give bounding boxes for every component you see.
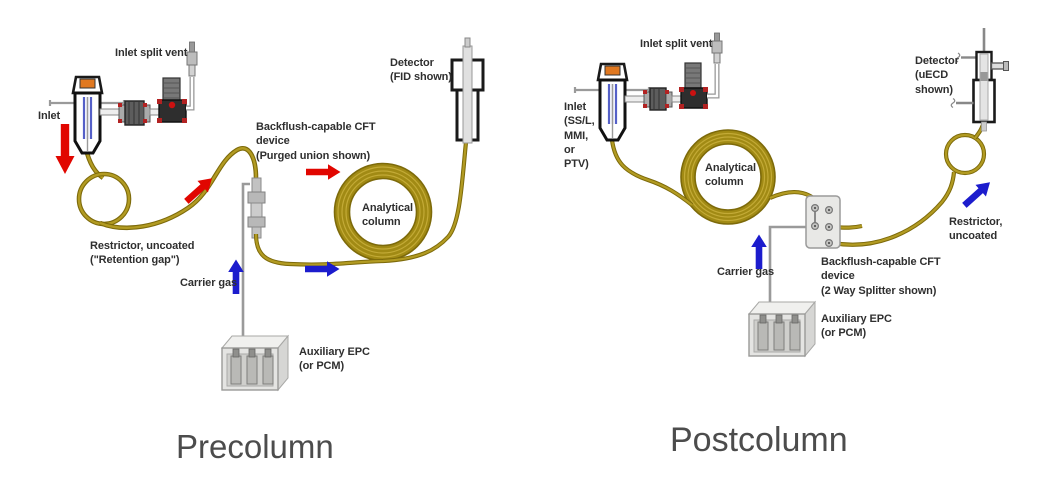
label-analytical-column-right: Analytical column bbox=[705, 162, 756, 189]
label-detector-fid: Detector (FID shown) bbox=[390, 57, 452, 84]
label-backflush-device-right: Backflush-capable CFT device (2 Way Spli… bbox=[821, 256, 941, 297]
flow-arrow-restrictor-diagonal-blue bbox=[959, 176, 996, 212]
label-inlet-left: Inlet bbox=[38, 110, 61, 122]
label-inlet-split-vent-left: Inlet split vent bbox=[115, 47, 188, 59]
flow-arrow-forward-right-red bbox=[306, 164, 341, 180]
inlet-assembly-left bbox=[48, 41, 198, 155]
label-aux-epc-right: Auxiliary EPC (or PCM) bbox=[821, 313, 892, 340]
label-restrictor-right: Restrictor, uncoated bbox=[949, 216, 1003, 243]
label-restrictor-left: Restrictor, uncoated ("Retention gap") bbox=[90, 240, 195, 267]
analytical-column-coil-left bbox=[333, 162, 433, 262]
analytical-column-coil-right bbox=[680, 129, 776, 225]
label-analytical-column-left: Analytical column bbox=[362, 202, 413, 229]
title-precolumn: Precolumn bbox=[176, 428, 334, 465]
restrictor-retention-gap-loop bbox=[76, 146, 259, 231]
column-tube-union-to-detector bbox=[253, 141, 469, 267]
label-aux-epc-left: Auxiliary EPC (or PCM) bbox=[299, 346, 370, 373]
auxiliary-epc-module-left bbox=[220, 334, 290, 392]
title-postcolumn: Postcolumn bbox=[670, 421, 848, 459]
uecd-detector bbox=[950, 28, 1009, 132]
purged-union-fitting bbox=[247, 177, 266, 239]
auxiliary-epc-module-right bbox=[747, 300, 817, 358]
label-backflush-device-left: Backflush-capable CFT device (Purged uni… bbox=[256, 121, 376, 162]
flow-arrow-carrier-up-blue-right bbox=[751, 234, 767, 269]
label-inlet-right: Inlet (SS/L, MMI, or PTV) bbox=[564, 101, 595, 171]
carrier-gas-line-right bbox=[768, 225, 809, 303]
flow-arrow-inlet-down-red bbox=[55, 124, 75, 174]
label-carrier-gas-left: Carrier gas bbox=[180, 277, 237, 289]
label-carrier-gas-right: Carrier gas bbox=[717, 266, 774, 278]
carrier-gas-line-left bbox=[241, 182, 250, 340]
inlet-assembly-right bbox=[573, 32, 723, 142]
label-detector-uecd: Detector (uECD shown) bbox=[915, 55, 959, 96]
fid-detector bbox=[450, 37, 485, 144]
two-way-splitter-device bbox=[805, 195, 841, 249]
column-tube-inlet-to-coil bbox=[609, 139, 694, 207]
label-inlet-split-vent-right: Inlet split vent bbox=[640, 38, 713, 50]
